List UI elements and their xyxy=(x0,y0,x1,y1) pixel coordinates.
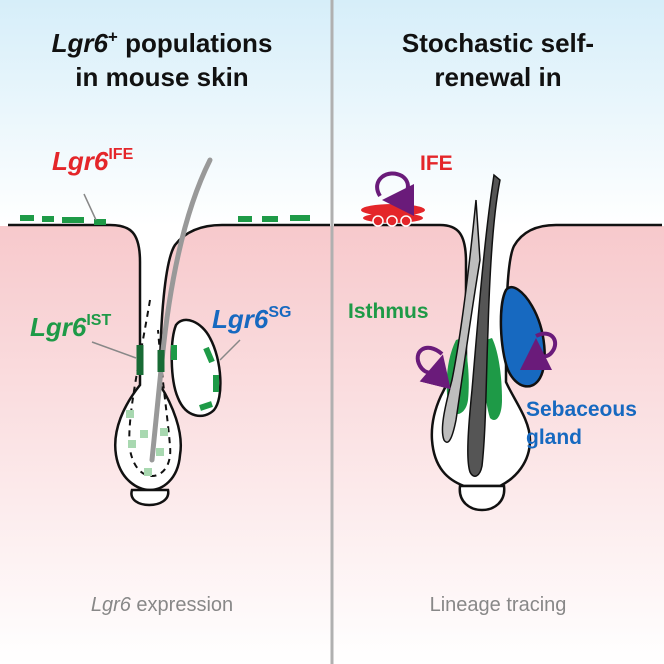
left-hair-follicle xyxy=(8,157,330,507)
label-ife-gene: Lgr6 xyxy=(52,146,109,176)
ife-leader-line xyxy=(83,193,97,221)
ist-expression-marks xyxy=(136,345,165,375)
label-sg-sup: SG xyxy=(268,304,292,321)
label-sg-line1: Sebaceous xyxy=(526,398,637,421)
left-title-line2: in mouse skin xyxy=(75,62,249,92)
left-skin-surface xyxy=(8,223,330,492)
label-ist-sup: IST xyxy=(86,312,112,329)
label-sebaceous-gland: Sebaceous gland xyxy=(526,396,637,452)
label-ife-sup: IFE xyxy=(108,146,134,163)
ife-expression-marks xyxy=(20,215,310,225)
left-caption-gene: Lgr6 xyxy=(90,594,131,616)
left-title: Lgr6+ populations in mouse skin xyxy=(2,26,322,94)
right-new-hair xyxy=(467,173,501,477)
sg-expression-marks xyxy=(171,345,219,411)
bulb-expression-marks xyxy=(126,410,168,476)
left-title-rest: populations xyxy=(117,28,273,58)
left-caption-rest: expression xyxy=(130,594,234,616)
right-bulb xyxy=(458,484,506,512)
label-lgr6-sg: Lgr6SG xyxy=(212,304,291,335)
right-title-line1: Stochastic self- xyxy=(401,28,595,58)
right-hair-follicle xyxy=(334,171,662,512)
label-lgr6-ist: Lgr6IST xyxy=(30,312,111,343)
label-sg-line2: gland xyxy=(526,426,582,449)
label-ist-gene: Lgr6 xyxy=(30,312,87,342)
left-bulb xyxy=(130,488,170,507)
left-title-sup: + xyxy=(107,27,118,47)
left-title-gene: Lgr6 xyxy=(51,28,108,58)
circular-arrow-icon xyxy=(375,171,415,216)
label-isthmus: Isthmus xyxy=(348,300,429,323)
ist-leader-line xyxy=(91,341,137,359)
isthmus-patch-right xyxy=(483,338,502,420)
circular-arrow-icon xyxy=(520,331,558,371)
label-sg-gene: Lgr6 xyxy=(212,304,269,334)
left-sebaceous-gland xyxy=(170,318,222,418)
right-title: Stochastic self- renewal in xyxy=(338,26,658,94)
left-hair-shaft xyxy=(149,157,213,463)
right-title-line2: renewal in xyxy=(434,62,562,92)
left-caption: Lgr6 expression xyxy=(2,594,322,617)
right-old-hair xyxy=(441,199,481,443)
circular-arrow-icon xyxy=(415,345,451,390)
sg-leader-line xyxy=(219,339,241,361)
label-ife: IFE xyxy=(420,152,453,175)
right-caption: Lineage tracing xyxy=(429,594,567,616)
label-lgr6-ife: Lgr6IFE xyxy=(52,146,133,177)
